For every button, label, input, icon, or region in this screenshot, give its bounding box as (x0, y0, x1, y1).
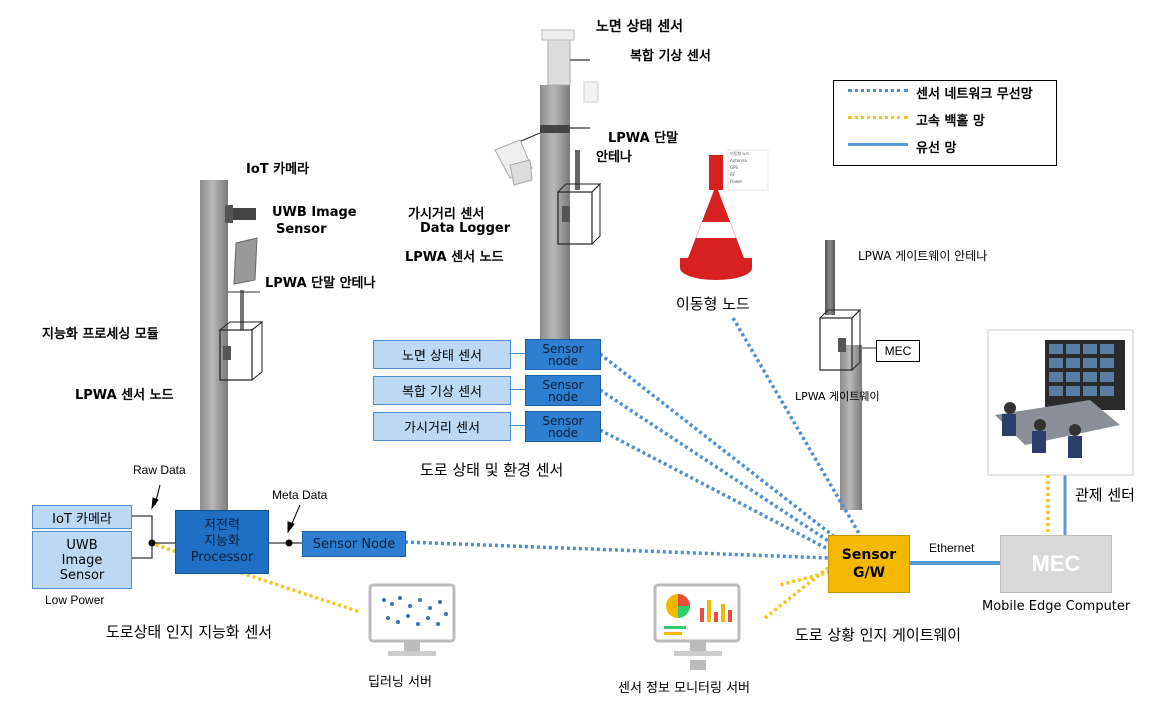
weather-sensor-device (583, 81, 599, 103)
sensor-node-3: Sensor node (525, 411, 601, 442)
env-sensor-weather: 복합 기상 센서 (373, 376, 511, 405)
deep-learning-monitor (368, 583, 456, 656)
sensor-gateway: Sensor G/W (828, 535, 910, 593)
uwb-sensor-device (233, 237, 258, 285)
label-lpwa-gateway: LPWA 게이트웨이 (795, 390, 880, 403)
label-lpwa-antenna-left: LPWA 단말 안테나 (265, 276, 376, 291)
sensor-node-1: Sensor node (525, 339, 601, 370)
processor-line1: 저전력 (204, 518, 240, 533)
legend-swatch-wired (848, 143, 908, 146)
label-control-center: 관제 센터 (1075, 486, 1135, 504)
link-node1-gw (598, 352, 847, 547)
left-pole (200, 180, 264, 510)
gateway-line1: Sensor (841, 547, 897, 563)
label-processing-module: 지능화 프로세싱 모듈 (42, 327, 159, 342)
connector (509, 389, 525, 390)
label-raw-data: Raw Data (133, 463, 186, 477)
mobile-panel-item: RF (730, 172, 736, 177)
mobile-panel-title: 이동형 노드 (730, 151, 750, 156)
legend-swatch-wireless (848, 89, 908, 92)
mobile-panel-item: GPS (730, 165, 739, 170)
legend: 센서 네트워크 무선망 고속 백홀 망 유선 망 (833, 80, 1057, 166)
label-gateway-antenna: LPWA 게이트웨이 안테나 (858, 249, 988, 263)
proc-uwb-sensor: UWB Image Sensor (32, 531, 132, 589)
label-lpwa-sensor-node-left: LPWA 센서 노드 (75, 388, 174, 403)
center-pole (494, 29, 602, 340)
link-monitor-gw (763, 566, 830, 620)
control-center-scene (987, 329, 1134, 476)
caption-processing: 도로상태 인지 지능화 센서 (106, 623, 273, 641)
link-node3-gw (599, 428, 846, 560)
mobile-panel-item: Power (730, 179, 743, 184)
label-lpwa-sensor-node-center: LPWA 센서 노드 (405, 250, 504, 265)
caption-gateway: 도로 상황 인지 게이트웨이 (795, 626, 962, 644)
label-meta-data: Meta Data (272, 488, 328, 502)
processor-line3: Processor (190, 550, 254, 565)
env-sensor-visibility: 가시거리 센서 (373, 412, 511, 441)
legend-swatch-backhaul (848, 116, 908, 119)
label-deep-learning-server: 딥러닝 서버 (368, 675, 432, 690)
label-low-power: Low Power (45, 593, 105, 607)
iot-camera-device (228, 208, 256, 220)
monitoring-monitor (653, 583, 741, 670)
low-power-processor: 저전력 지능화 Processor (175, 510, 269, 574)
label-uwb-line1: UWB Image (272, 205, 357, 220)
right-pole (818, 240, 876, 510)
legend-label-backhaul: 고속 백홀 망 (916, 114, 985, 129)
proc-uwb-line2: Image (61, 552, 103, 568)
mobile-panel-item: Antenna (730, 158, 747, 163)
caption-env-sensors: 도로 상태 및 환경 센서 (420, 461, 564, 479)
label-lpwa-antenna-center-2: 안테나 (596, 150, 632, 165)
legend-label-wired: 유선 망 (916, 141, 957, 156)
label-mobile-node: 이동형 노드 (676, 295, 750, 313)
gateway-line2: G/W (852, 565, 886, 581)
processor-line2: 지능화 (204, 534, 240, 549)
label-iot-camera: IoT 카메라 (246, 162, 310, 177)
mobile-node-panel: 이동형 노드 Antenna GPS RF Power (730, 150, 768, 185)
sensor-node-2: Sensor node (525, 375, 601, 406)
label-complex-weather-sensor: 복합 기상 센서 (630, 49, 711, 64)
label-road-surface-sensor: 노면 상태 센서 (596, 19, 684, 35)
proc-uwb-line1: UWB (66, 537, 98, 553)
mec-box: MEC (1000, 535, 1112, 593)
proc-sensor-node: Sensor Node (302, 531, 406, 557)
legend-label-wireless: 센서 네트워크 무선망 (916, 87, 1033, 102)
connector (509, 353, 525, 354)
proc-uwb-line3: Sensor (59, 567, 105, 583)
right-pole-mec-box: MEC (876, 340, 920, 362)
label-ethernet: Ethernet (929, 541, 975, 555)
caption-mec: Mobile Edge Computer (982, 599, 1131, 614)
label-visibility-sensor: 가시거리 센서 (408, 207, 485, 222)
connector (509, 425, 525, 426)
proc-iot-camera: IoT 카메라 (32, 505, 132, 529)
mobile-node-cone (680, 149, 769, 280)
label-lpwa-antenna-center-1: LPWA 단말 (608, 131, 679, 146)
label-monitoring-server: 센서 정보 모니터링 서버 (618, 681, 750, 696)
label-uwb-line2: Sensor (276, 222, 327, 237)
label-data-logger: Data Logger (420, 221, 511, 236)
env-sensor-road: 노면 상태 센서 (373, 340, 511, 369)
link-sensornode-gw (404, 540, 829, 560)
link-node2-gw (599, 388, 846, 554)
